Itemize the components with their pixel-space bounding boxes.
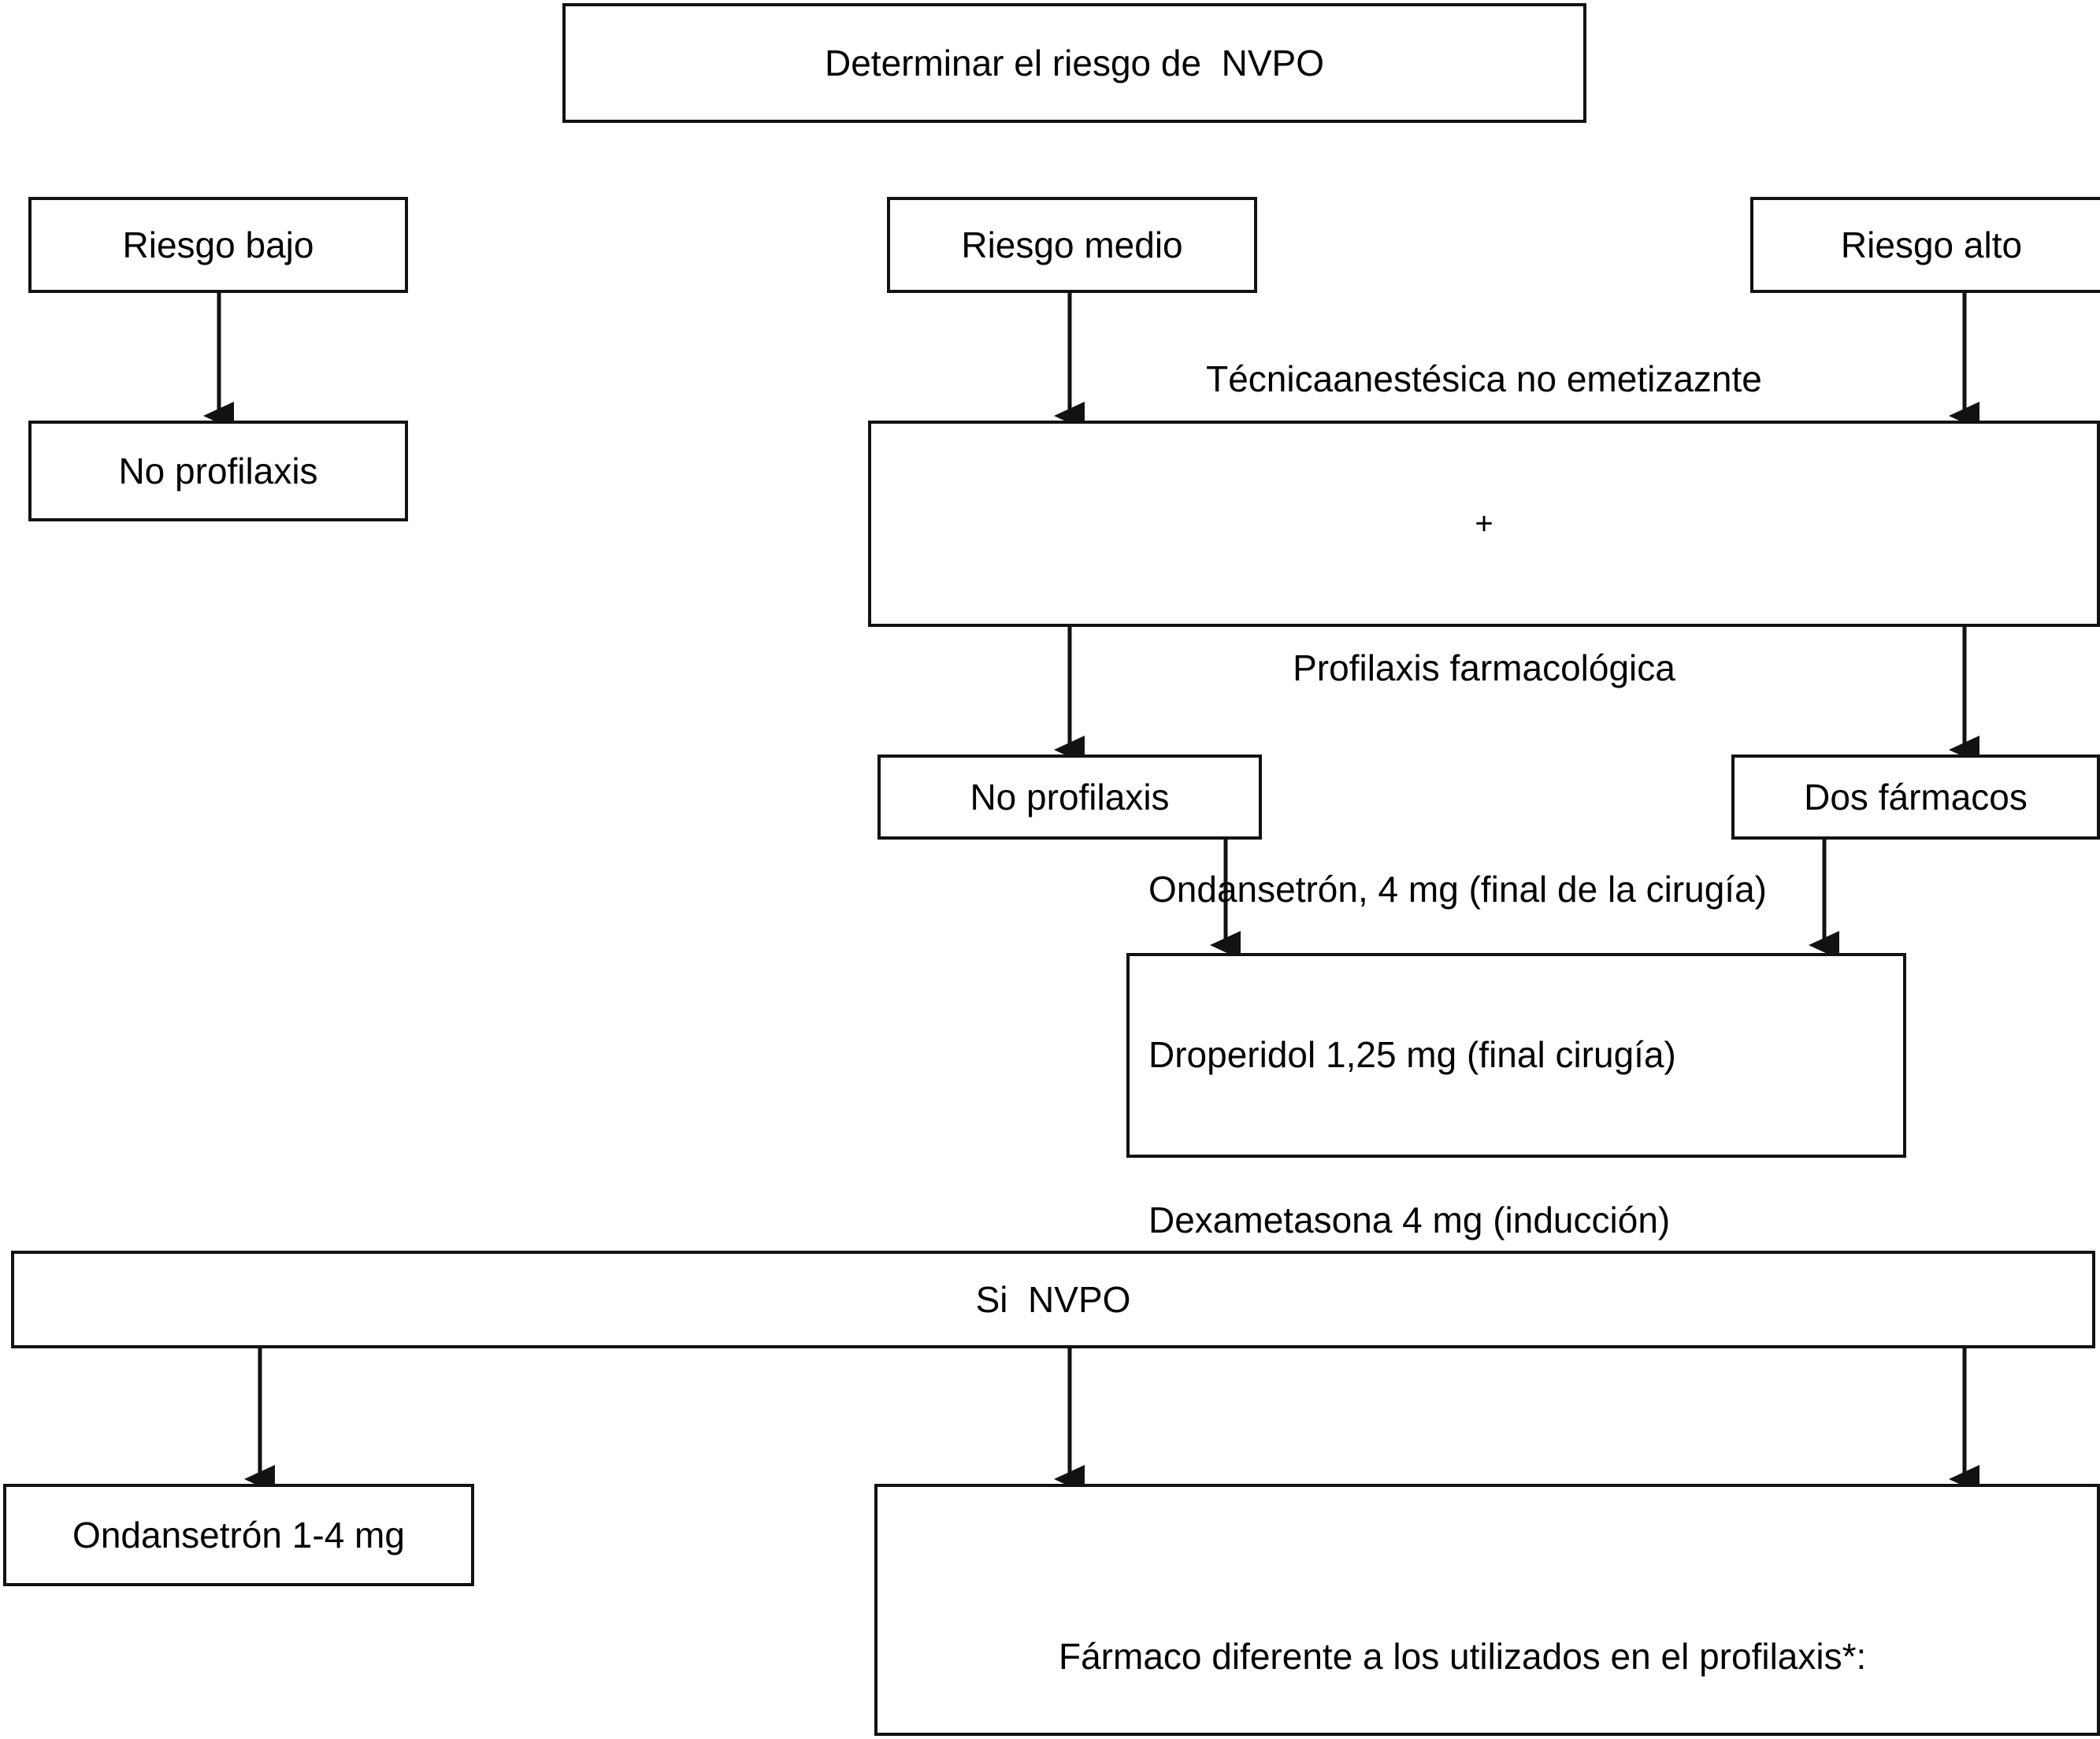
node-si-nvpo-label: Si NVPO xyxy=(975,1278,1131,1320)
node-farmaco-diferente-body: Fármaco diferente a los utilizados en el… xyxy=(1059,1539,1866,1739)
node-no-profilaxis-medio[interactable]: No profilaxis xyxy=(877,755,1262,840)
node-riesgo-bajo[interactable]: Riesgo bajo xyxy=(28,197,408,293)
node-dos-farmacos-label: Dos fármacos xyxy=(1804,776,2028,818)
node-determinar-riesgo[interactable]: Determinar el riesgo de NVPO xyxy=(562,3,1586,123)
node-farmacos-profilaxis-body: Ondansetrón, 4 mg (final de la cirugía) … xyxy=(1148,753,1767,1359)
node-farmacos-profilaxis[interactable]: Ondansetrón, 4 mg (final de la cirugía) … xyxy=(1126,869,1906,1240)
farmaco-diferente-heading: Fármaco diferente a los utilizados en el… xyxy=(1059,1635,1867,1677)
node-riesgo-bajo-label: Riesgo bajo xyxy=(122,224,314,265)
node-ondansetron-rescate[interactable]: Ondansetrón 1-4 mg xyxy=(3,1484,474,1586)
node-tecnica-anestesica-body: Técnicaanestésica no emetizaznte + Profi… xyxy=(1206,256,1762,792)
farmaco-profilaxis-line: Droperidol 1,25 mg (final cirugía) xyxy=(1148,1034,1676,1076)
node-riesgo-medio[interactable]: Riesgo medio xyxy=(887,197,1257,293)
node-si-nvpo[interactable]: Si NVPO xyxy=(11,1251,2095,1348)
node-determinar-riesgo-label: Determinar el riesgo de NVPO xyxy=(824,42,1325,83)
tecnica-line-2: Profilaxis farmacológica xyxy=(1293,647,1675,689)
node-riesgo-alto[interactable]: Riesgo alto xyxy=(1750,197,2100,293)
node-ondansetron-rescate-label: Ondansetrón 1-4 mg xyxy=(72,1514,405,1555)
node-dos-farmacos[interactable]: Dos fármacos xyxy=(1731,755,2100,840)
node-no-profilaxis-medio-label: No profilaxis xyxy=(970,776,1170,818)
tecnica-line-1: Técnicaanestésica no emetizaznte xyxy=(1206,358,1762,400)
node-riesgo-alto-label: Riesgo alto xyxy=(1840,224,2023,265)
tecnica-line-plus: + xyxy=(1475,506,1493,541)
node-no-profilaxis-bajo[interactable]: No profilaxis xyxy=(28,421,408,521)
farmaco-profilaxis-line: Dexametasona 4 mg (inducción) xyxy=(1148,1199,1671,1240)
node-farmaco-diferente[interactable]: Fármaco diferente a los utilizados en el… xyxy=(874,1484,2100,1736)
farmaco-profilaxis-line: Ondansetrón, 4 mg (final de la cirugía) xyxy=(1148,869,1767,910)
node-no-profilaxis-bajo-label: No profilaxis xyxy=(118,450,318,491)
node-tecnica-anestesica[interactable]: Técnicaanestésica no emetizaznte + Profi… xyxy=(868,358,2100,688)
node-riesgo-medio-label: Riesgo medio xyxy=(961,224,1183,265)
